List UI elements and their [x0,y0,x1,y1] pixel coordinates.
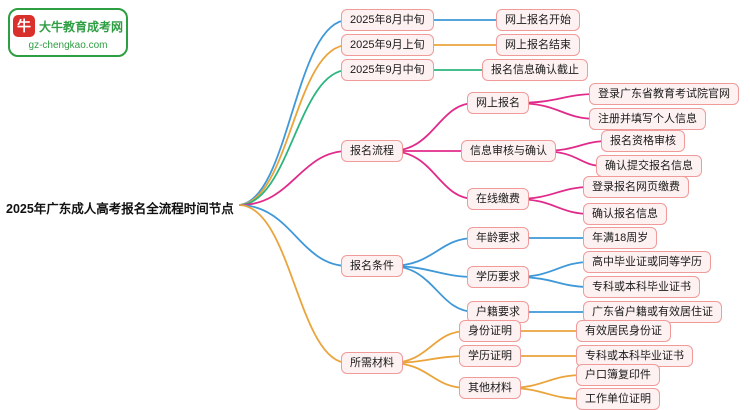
conditions-leaf: 高中毕业证或同等学历 [583,251,711,273]
process-child: 网上报名 [467,92,529,114]
materials-leaf: 工作单位证明 [576,388,660,410]
process-leaf: 注册并填写个人信息 [589,108,706,130]
process-child: 信息审核与确认 [461,140,556,162]
conditions-child: 学历要求 [467,266,529,288]
branch-materials: 所需材料 [341,352,403,374]
branch-process: 报名流程 [341,140,403,162]
process-leaf: 确认报名信息 [583,203,667,225]
timeline-date-node: 2025年9月中旬 [341,59,434,81]
timeline-date-node: 2025年8月中旬 [341,9,434,31]
logo-brand-text: 大牛教育成考网 [39,19,124,34]
conditions-child: 户籍要求 [467,301,529,323]
conditions-leaf: 专科或本科毕业证书 [583,276,700,298]
conditions-leaf: 广东省户籍或有效居住证 [583,301,722,323]
process-child: 在线缴费 [467,188,529,210]
site-logo: 牛 大牛教育成考网 gz-chengkao.com [8,8,128,57]
process-leaf: 确认提交报名信息 [596,155,702,177]
materials-child: 其他材料 [459,377,521,399]
logo-ox-icon: 牛 [13,15,35,37]
timeline-event-node: 网上报名开始 [496,9,580,31]
conditions-child: 年龄要求 [467,227,529,249]
logo-site-url: gz-chengkao.com [28,40,108,51]
materials-child: 学历证明 [459,345,521,367]
timeline-date-node: 2025年9月上旬 [341,34,434,56]
materials-child: 身份证明 [459,320,521,342]
timeline-event-node: 报名信息确认截止 [482,59,588,81]
materials-leaf: 户口簿复印件 [576,364,660,386]
process-leaf: 登录广东省教育考试院官网 [589,83,739,105]
process-leaf: 报名资格审核 [601,130,685,152]
conditions-leaf: 年满18周岁 [583,227,658,249]
timeline-event-node: 网上报名结束 [496,34,580,56]
root-title: 2025年广东成人高考报名全流程时间节点 [6,202,234,216]
materials-leaf: 专科或本科毕业证书 [576,345,693,367]
process-leaf: 登录报名网页缴费 [583,176,689,198]
materials-leaf: 有效居民身份证 [576,320,671,342]
branch-conditions: 报名条件 [341,255,403,277]
